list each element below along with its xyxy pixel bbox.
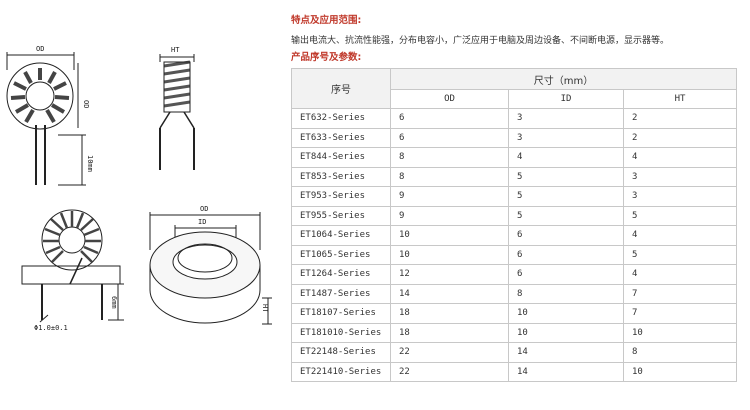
product-title: 产品序号及参数: xyxy=(291,52,362,63)
ht-cell: 4 xyxy=(622,225,738,246)
od-vertical-label: OD xyxy=(82,100,90,108)
toroid-with-pins-drawing xyxy=(21,209,124,323)
ht-dimension-label: HT xyxy=(171,46,180,54)
col-od-header: OD xyxy=(390,89,509,109)
series-cell: ET633-Series xyxy=(291,127,391,148)
toroid-core-3d-drawing xyxy=(149,212,272,325)
id-label-core: ID xyxy=(198,218,206,226)
series-cell: ET853-Series xyxy=(291,166,391,187)
series-cell: ET1064-Series xyxy=(291,225,391,246)
od-cell: 18 xyxy=(390,322,509,343)
id-cell: 10 xyxy=(508,303,624,324)
table-header-row: 序号 尺寸（mm） xyxy=(291,68,738,109)
col-series-header: 序号 xyxy=(291,68,391,109)
ht-cell: 5 xyxy=(622,244,738,265)
ht-cell: 8 xyxy=(622,342,738,363)
id-cell: 3 xyxy=(508,127,624,148)
toroid-top-view-drawing xyxy=(6,52,86,186)
pin-spacing-label: 6mm xyxy=(110,296,118,309)
id-cell: 6 xyxy=(508,244,624,265)
od-cell: 10 xyxy=(390,225,509,246)
series-cell: ET632-Series xyxy=(291,108,391,129)
ht-cell: 4 xyxy=(622,147,738,168)
lead-length-label: 10mm xyxy=(86,155,94,172)
series-cell: ET18107-Series xyxy=(291,303,391,324)
od-cell: 8 xyxy=(390,166,509,187)
id-cell: 5 xyxy=(508,186,624,207)
pin-diameter-label: Φ1.0±0.1 xyxy=(34,324,68,332)
od-dimension-label: OD xyxy=(36,45,44,53)
id-cell: 14 xyxy=(508,361,624,382)
ht-cell: 10 xyxy=(622,322,738,343)
series-cell: ET1487-Series xyxy=(291,283,391,304)
id-cell: 6 xyxy=(508,225,624,246)
ht-cell: 3 xyxy=(622,166,738,187)
ht-cell: 3 xyxy=(622,186,738,207)
series-cell: ET844-Series xyxy=(291,147,391,168)
id-cell: 8 xyxy=(508,283,624,304)
series-cell: ET221410-Series xyxy=(291,361,391,382)
col-size-header: 尺寸（mm） xyxy=(389,68,738,90)
od-cell: 6 xyxy=(390,108,509,129)
od-cell: 18 xyxy=(390,303,509,324)
id-cell: 3 xyxy=(508,108,624,129)
series-cell: ET1065-Series xyxy=(291,244,391,265)
series-cell: ET22148-Series xyxy=(291,342,391,363)
ht-cell: 2 xyxy=(622,108,738,129)
od-label-core: OD xyxy=(200,205,208,213)
series-cell: ET1264-Series xyxy=(291,264,391,285)
ht-label-core: HT xyxy=(261,304,269,313)
series-cell: ET955-Series xyxy=(291,205,391,226)
od-cell: 14 xyxy=(390,283,509,304)
od-cell: 6 xyxy=(390,127,509,148)
features-description: 输出电流大、抗流性能强，分布电容小，广泛应用于电脑及周边设备、不间断电源，显示器… xyxy=(291,36,670,46)
od-cell: 22 xyxy=(390,361,509,382)
id-cell: 6 xyxy=(508,264,624,285)
technical-drawings: OD OD 10mm HT xyxy=(6,45,272,332)
ht-cell: 10 xyxy=(622,361,738,382)
id-cell: 5 xyxy=(508,205,624,226)
id-cell: 10 xyxy=(508,322,624,343)
od-cell: 8 xyxy=(390,147,509,168)
id-cell: 5 xyxy=(508,166,624,187)
id-cell: 14 xyxy=(508,342,624,363)
ht-cell: 5 xyxy=(622,205,738,226)
features-title: 特点及应用范围: xyxy=(291,15,362,26)
od-cell: 22 xyxy=(390,342,509,363)
ht-cell: 7 xyxy=(622,303,738,324)
ht-cell: 7 xyxy=(622,283,738,304)
ht-cell: 2 xyxy=(622,127,738,148)
toroid-side-view-drawing xyxy=(159,54,195,170)
series-cell: ET181010-Series xyxy=(291,322,391,343)
od-cell: 10 xyxy=(390,244,509,265)
col-id-header: ID xyxy=(508,89,624,109)
ht-cell: 4 xyxy=(622,264,738,285)
id-cell: 4 xyxy=(508,147,624,168)
table-subheader-row: OD ID HT xyxy=(292,89,738,109)
col-ht-header: HT xyxy=(622,89,738,109)
od-cell: 9 xyxy=(390,186,509,207)
series-cell: ET953-Series xyxy=(291,186,391,207)
od-cell: 12 xyxy=(390,264,509,285)
od-cell: 9 xyxy=(390,205,509,226)
